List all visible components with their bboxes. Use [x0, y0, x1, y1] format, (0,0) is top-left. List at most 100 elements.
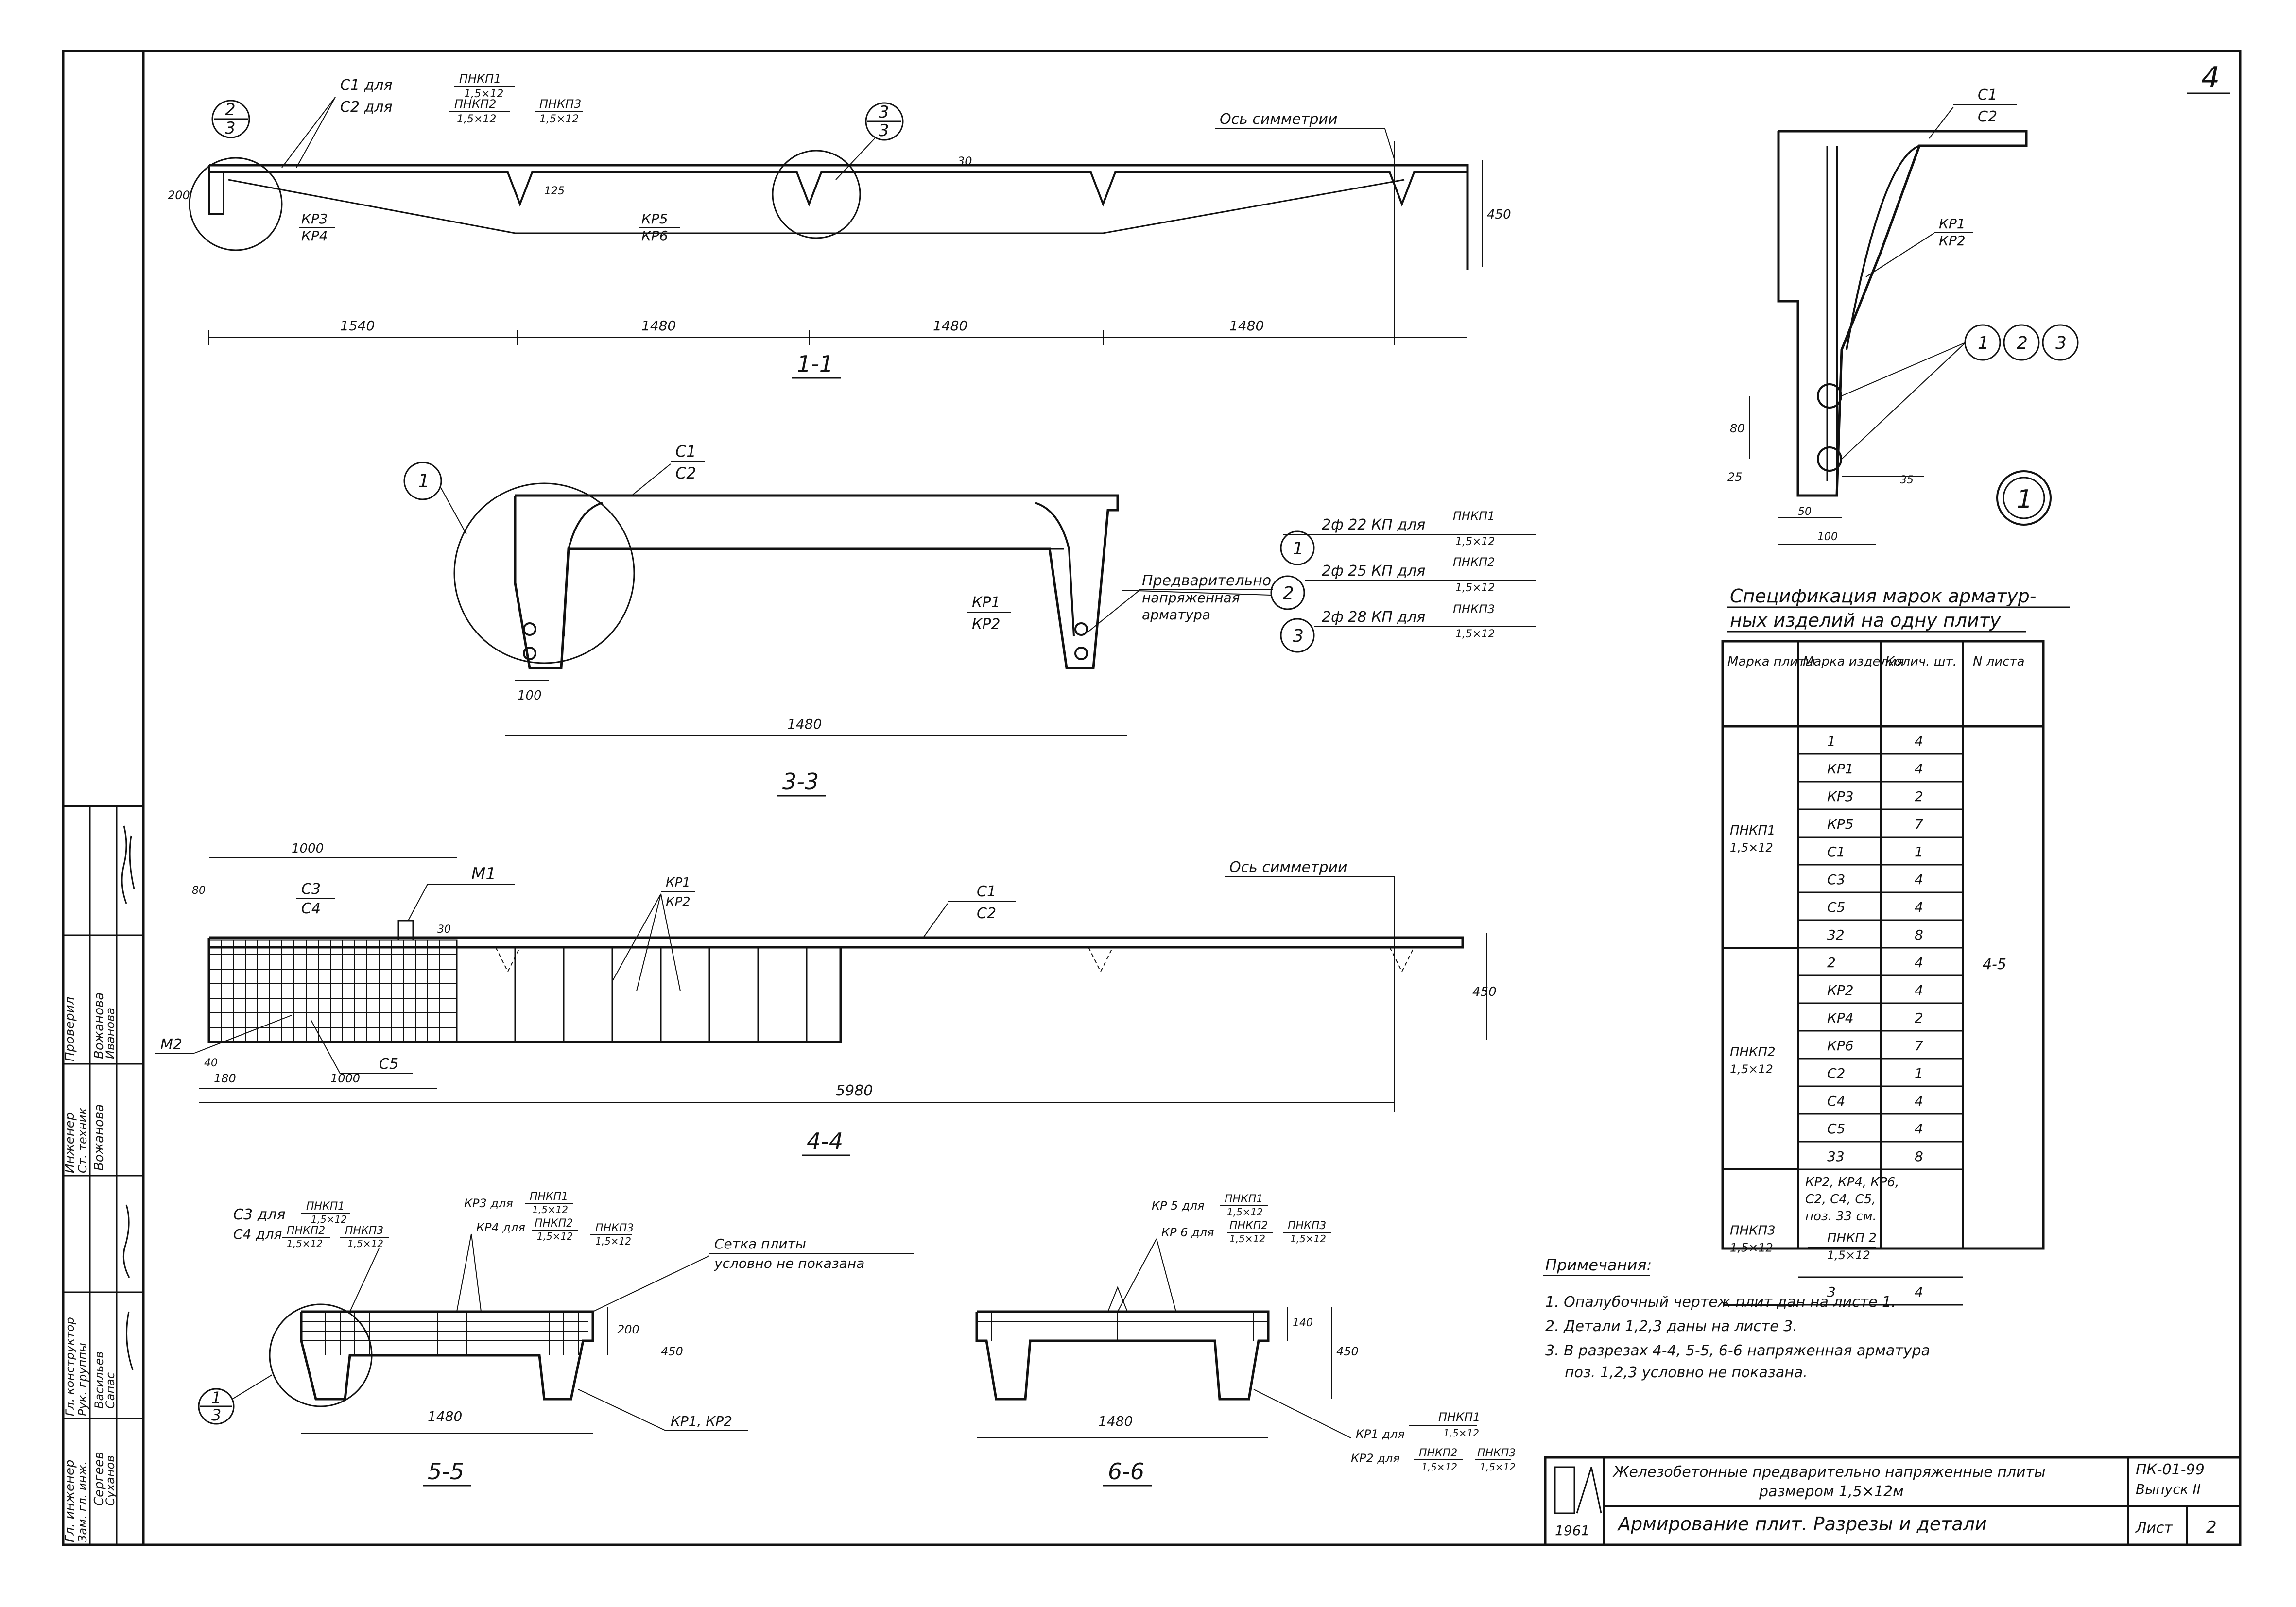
callout-num: 1: [211, 1388, 221, 1407]
kr3-den: 1,5×12: [532, 1204, 568, 1215]
name-2: Суханов: [104, 1455, 117, 1506]
frac-c2a-num: ПНКП2: [454, 97, 496, 111]
th-item: Марка изделия: [1803, 654, 1904, 669]
c3-label: С3 для: [233, 1206, 286, 1223]
role-3: Гл. конструктор: [63, 1317, 77, 1416]
spec-qty: 4: [1915, 899, 1923, 915]
callout-2: [2003, 324, 2040, 361]
rebar-n-3: 3: [1293, 626, 1304, 646]
m1-plate: [397, 920, 414, 941]
stirrups: [514, 947, 808, 1042]
kr2-label: КР2: [972, 616, 1000, 633]
leader: [281, 97, 336, 168]
spec-plate-size: 1,5×12: [1730, 1241, 1773, 1255]
section-1-1-title: 1-1: [797, 351, 833, 377]
detail-circle: [269, 1303, 373, 1407]
rebar-line: [228, 179, 1405, 234]
spec-sheet: 4-5: [1983, 956, 2006, 973]
spec-item: КР2: [1827, 982, 1854, 998]
kr1-num: ПНКП1: [1438, 1410, 1480, 1424]
kr4a-den: 1,5×12: [537, 1231, 573, 1242]
detail-circle: [453, 482, 635, 664]
dim-80: 80: [1730, 422, 1745, 435]
page-number: 4: [2201, 61, 2220, 95]
leader: [439, 485, 467, 535]
dim-1480-b: 1480: [933, 318, 967, 334]
spec-qty: 2: [1915, 788, 1923, 804]
leader: [1156, 1238, 1176, 1312]
rib-notch: [1088, 947, 1113, 973]
kr5-label: КР5: [641, 211, 668, 227]
spec-qty: 4: [1915, 872, 1923, 888]
spec-qty: 4: [1915, 1121, 1923, 1137]
spec-item: 3: [1827, 1284, 1836, 1300]
leader: [631, 463, 671, 496]
rebar-text-1: 2ф 22 КП для: [1322, 516, 1425, 533]
section-5-5: 1 3 С3 для С4 для ПНКП1 1,5×12 ПНКП2 1,5…: [198, 1191, 914, 1487]
spec-item: С4: [1827, 1093, 1845, 1109]
leader: [1865, 233, 1934, 277]
dim-5980: 5980: [836, 1082, 873, 1099]
leader: [1841, 342, 1966, 396]
bar-3: [1074, 622, 1088, 636]
dim-1480: 1480: [1098, 1413, 1133, 1429]
detail-1: С1 С2 КР1 КР2 1 2 3 80 25 50 100 35 1: [1727, 86, 2079, 545]
kr2-label: КР2: [1939, 233, 1966, 249]
dim-200: 200: [617, 1323, 639, 1336]
kr3-label: КР3: [301, 211, 328, 227]
spec-note-den: 1,5×12: [1827, 1248, 1870, 1262]
spec-item: КР6: [1827, 1038, 1854, 1054]
name-3: Васильев: [92, 1351, 106, 1409]
leader: [660, 893, 681, 992]
frac-c2b-num: ПНКП3: [539, 97, 581, 111]
detail-marker-text: 1: [2017, 485, 2033, 514]
spec-note: С2, С4, С5,: [1805, 1192, 1876, 1207]
name-5: Вожанова: [92, 992, 106, 1059]
title-2: размером 1,5×12м: [1759, 1483, 1904, 1500]
kr2-label: КР2 для: [1351, 1452, 1400, 1465]
c3-label: С3: [301, 881, 321, 898]
spec-qty: 4: [1915, 982, 1923, 998]
leader: [456, 1233, 472, 1312]
spec-qty: 1: [1915, 844, 1923, 860]
code: ПК-01-99: [2136, 1461, 2205, 1478]
mesh-grid: [209, 940, 457, 1042]
role-6: Ст. техник: [76, 1108, 89, 1173]
callout-left-num: 2: [225, 100, 236, 120]
frac-c1-num: ПНКП1: [459, 72, 501, 85]
name-6: Иванова: [104, 1008, 117, 1059]
spec-item: 33: [1827, 1148, 1845, 1164]
frac-c1-den: 1,5×12: [464, 88, 503, 100]
notch: [1107, 1286, 1128, 1312]
spec-item: 1: [1827, 733, 1836, 749]
name-4: Сапас: [104, 1372, 117, 1409]
leader: [1122, 590, 1271, 596]
rebar-callout-1: [1280, 530, 1315, 565]
spec-qty: 7: [1915, 816, 1923, 832]
mesh-region: [208, 939, 458, 1043]
role-7: Проверил: [63, 997, 77, 1061]
note-3: 3. В разрезах 4-4, 5-5, 6-6 напряженная …: [1545, 1342, 1930, 1359]
note-2: 2. Детали 1,2,3 даны на листе 3.: [1545, 1318, 1797, 1335]
bar-bottom: [1817, 446, 1842, 472]
spec-item: КР3: [1827, 788, 1854, 804]
spec-item: КР5: [1827, 816, 1854, 832]
spec-title-1: Спецификация марок арматур-: [1730, 585, 2036, 607]
c4b-den: 1,5×12: [347, 1238, 383, 1249]
left-stamp: Гл. инженер Зам. гл. инж. Гл. конструкто…: [62, 805, 144, 1546]
c2-label: С2: [675, 464, 696, 482]
c4-label: С4: [301, 900, 321, 917]
note-4: поз. 1,2,3 условно не показана.: [1565, 1364, 1808, 1381]
dim-450: 450: [661, 1345, 683, 1358]
leader: [1384, 128, 1395, 161]
kr2a-den: 1,5×12: [1421, 1461, 1457, 1473]
title-block-frame: [1544, 1456, 2242, 1546]
detail-marker-outer: [1996, 470, 2052, 526]
dim-30: 30: [957, 154, 972, 168]
callout-den: 3: [211, 1406, 221, 1424]
leader: [835, 138, 875, 180]
leader: [471, 1233, 482, 1312]
dim-180: 180: [214, 1072, 236, 1085]
dim-1480: 1480: [428, 1408, 462, 1424]
